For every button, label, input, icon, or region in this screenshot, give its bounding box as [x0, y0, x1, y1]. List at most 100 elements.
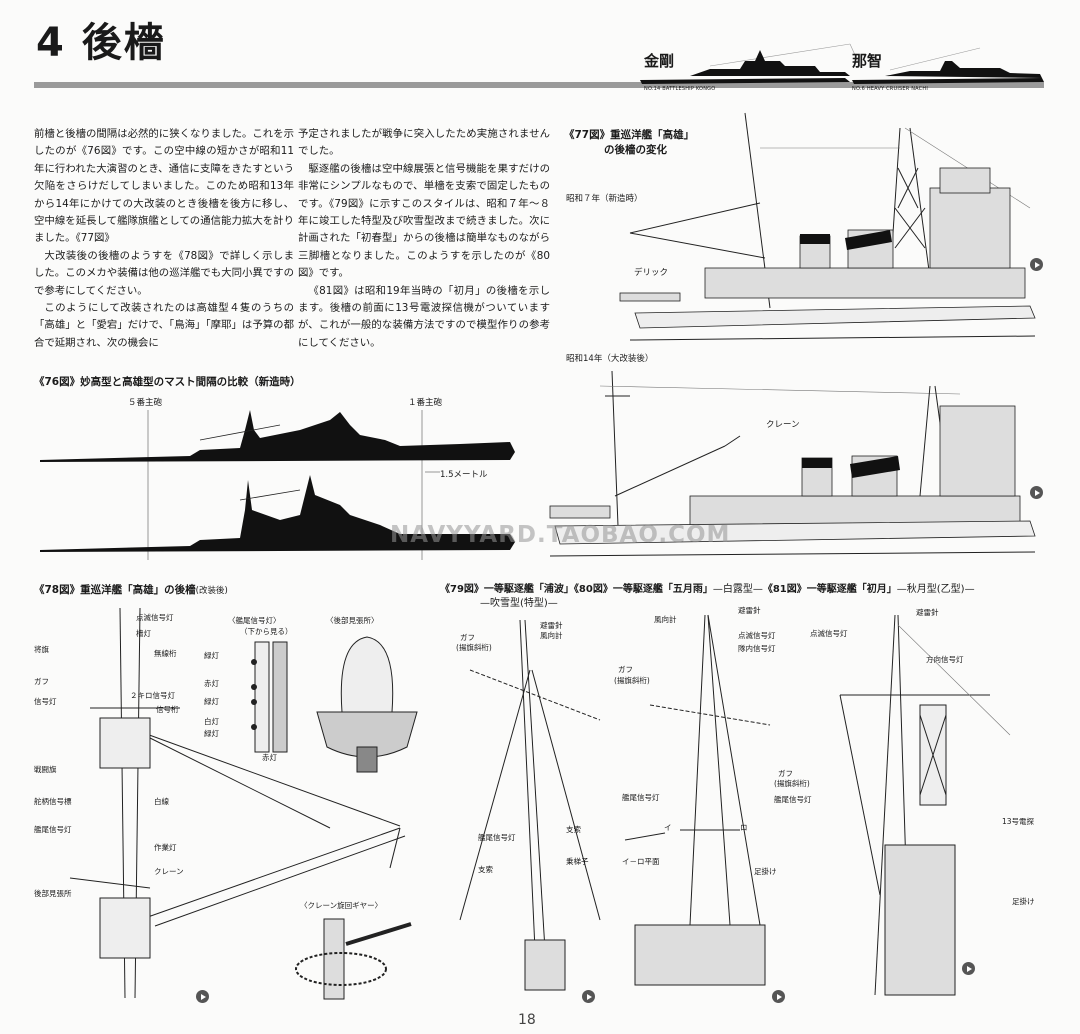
fig80-label: 足掛け [754, 867, 777, 876]
lamp-label: 緑灯 [204, 651, 219, 660]
fig78-label: 後部見張所 [34, 889, 72, 898]
fig78-label: ガフ [34, 677, 49, 686]
fig77-era2: 昭和14年（大改装後） [566, 354, 654, 364]
fig77-derrick-label: デリック [634, 268, 669, 278]
fig78-label: クレーン [154, 867, 184, 876]
fig78-label: 信号桁 [156, 705, 179, 714]
fig78-label: ２キロ信号灯 [130, 691, 175, 700]
next-arrow-icon[interactable] [962, 962, 975, 975]
fig81-label: 艦尾信号灯 [774, 795, 812, 804]
fig80-label: ロ [740, 823, 748, 832]
next-arrow-icon[interactable] [772, 990, 785, 1003]
fig80-drawing [624, 614, 771, 986]
fig78-label: 無線桁 [154, 649, 177, 658]
page-number: 18 [518, 1012, 536, 1028]
fig78-label: 点滅信号灯 [136, 613, 174, 622]
fig78-label: 将旗 [34, 645, 49, 654]
fig77-caption-2: の後檣の変化 [604, 144, 667, 156]
lamp-label: 白灯 [204, 717, 219, 726]
lamp-label: 緑灯 [204, 729, 219, 738]
paragraph: 大改装後の後檣のようすを《78図》で詳しく示しました。このメカや装備は他の巡洋艦… [34, 249, 294, 297]
fig80-caption-text: 《80図》一等駆逐艦「五月雨」 [573, 584, 713, 595]
fig78-label: 艦尾信号灯 [34, 825, 72, 834]
lamp-inset-drawing [251, 641, 288, 753]
fig79-label: 風向計 [540, 631, 563, 640]
fig78-label: 信号灯 [34, 697, 57, 706]
fig81-label: ガフ [778, 769, 793, 778]
ship-label-left: 金剛 [644, 52, 675, 70]
fig80-label: 隊内信号灯 [738, 644, 776, 653]
watermark: NAVYYARD.TAOBAO.COM [390, 522, 731, 548]
fig77-crane-label: クレーン [766, 420, 800, 430]
paragraph: 前檣と後檣の間隔は必然的に狭くなりました。これを示したのが《76図》です。この空… [34, 128, 294, 245]
lamp-inset-title: 〈艦尾信号灯〉 [228, 616, 281, 625]
next-arrow-icon[interactable] [1030, 486, 1043, 499]
fig78-label: 白線 [154, 797, 169, 806]
ship-label-right: 那智 [852, 52, 883, 70]
fig78-label: 戦闘旗 [34, 765, 57, 774]
fig81-drawing [839, 614, 1011, 996]
fig78-caption: 《78図》重巡洋艦「高雄」の後檣(改装後) [34, 582, 228, 597]
fig79-drawing [459, 619, 601, 991]
fig77-era1: 昭和７年（新造時） [566, 194, 643, 204]
fig79-label: (揚旗斜桁) [456, 643, 492, 652]
paragraph: このようにして改装されたのは高雄型４隻のうちの「高雄」と「愛宕」だけで、「鳥海」… [34, 302, 294, 349]
lamp-label: 赤灯 [204, 679, 219, 688]
paragraph: 駆逐艦の後檣は空中線展張と信号機能を果すだけの非常にシンプルなもので、単檣を支索… [298, 162, 550, 280]
fig78-label: 作業灯 [154, 843, 177, 852]
ship-sub-left: NO.14 BATTLESHIP KONGO [644, 86, 716, 92]
fig81-label: 方向信号灯 [926, 655, 964, 664]
fig76-caption: 《76図》妙高型と高雄型のマスト間隔の比較（新造時） [34, 376, 301, 388]
fig78-caption-main: 《78図》重巡洋艦「高雄」の後檣 [34, 584, 196, 596]
fig81-label: 避雷針 [916, 608, 939, 617]
fig81-label: 点滅信号灯 [810, 629, 848, 638]
lookout-inset-drawing [316, 636, 418, 773]
fig80-label: 艦尾信号灯 [622, 793, 660, 802]
fig78-caption-small: (改装後) [195, 586, 228, 596]
fig80-label: 避雷針 [738, 606, 761, 615]
paragraph: 《81図》は昭和19年当時の「初月」の後檣を示します。後檣の前面に13号電波探信… [298, 284, 550, 349]
fig77-drawing-1939 [549, 370, 1036, 557]
fig79-label: ガフ [460, 633, 475, 642]
gear-inset-title: 〈クレーン旋回ギヤー〉 [300, 901, 383, 910]
fig80-label: 風向計 [654, 615, 677, 624]
text-column-2: 予定されましたが戦争に突入したため実施されませんでした。 駆逐艦の後檣は空中線展… [298, 126, 550, 352]
fig79-label: 避雷針 [540, 621, 563, 630]
fig78-drawing [69, 607, 406, 999]
fig76-label-turret1: １番主砲 [408, 398, 443, 408]
paragraph: 予定されましたが戦争に突入したため実施されませんでした。 [298, 128, 550, 158]
next-arrow-icon[interactable] [1030, 258, 1043, 271]
fig80-label: 点滅信号灯 [738, 631, 776, 640]
lamp-inset-subtitle: （下から見る） [240, 627, 293, 636]
fig78-label: 檣灯 [136, 629, 151, 638]
fig79-label: 支索 [478, 865, 493, 874]
page-title: 4 後檣 [36, 20, 166, 66]
fig77-drawing-1932 [619, 112, 1036, 341]
fig79-label: 艦尾信号灯 [478, 833, 516, 842]
header-rule [34, 82, 1044, 88]
next-arrow-icon[interactable] [196, 990, 209, 1003]
fig77-caption: 《77図》重巡洋艦「高雄」 [564, 129, 695, 141]
fig81-label: (揚旗斜桁) [774, 779, 810, 788]
lamp-label: 赤灯 [262, 753, 277, 762]
fig80-caption-sub: —白露型— [712, 584, 763, 595]
fig78-label: 舵柄信号標 [34, 797, 72, 806]
lookout-inset-title: 〈後部見張所〉 [326, 616, 379, 625]
header-ship-silhouettes [640, 43, 1044, 84]
fig76-distance-label: 1.5メートル [440, 470, 488, 480]
fig81-caption-text: 《81図》一等駆逐艦「初月」 [762, 584, 897, 595]
fig79-label: 支索 [566, 825, 581, 834]
fig76-silhouettes [40, 410, 515, 560]
fig81-label: 13号電探 [1002, 817, 1035, 826]
fig79-caption: 《79図》一等駆逐艦「浦波」《80図》一等駆逐艦「五月雨」—白露型—《81図》一… [440, 580, 975, 595]
ship-sub-right: NO.6 HEAVY CRUISER NACHI [852, 86, 929, 92]
text-column-1: 前檣と後檣の間隔は必然的に狭くなりました。これを示したのが《76図》です。この空… [34, 126, 294, 352]
fig81-caption-sub: —秋月型(乙型)— [896, 584, 975, 595]
next-arrow-icon[interactable] [582, 990, 595, 1003]
fig81-label: 足掛け [1012, 897, 1035, 906]
fig80-label: ガフ [618, 665, 633, 674]
fig80-label: イ－ロ平面 [622, 857, 660, 866]
fig80-label: (揚旗斜桁) [614, 676, 650, 685]
lamp-label: 緑灯 [204, 697, 219, 706]
fig79-caption-sub: —吹雪型(特型)— [480, 598, 558, 609]
